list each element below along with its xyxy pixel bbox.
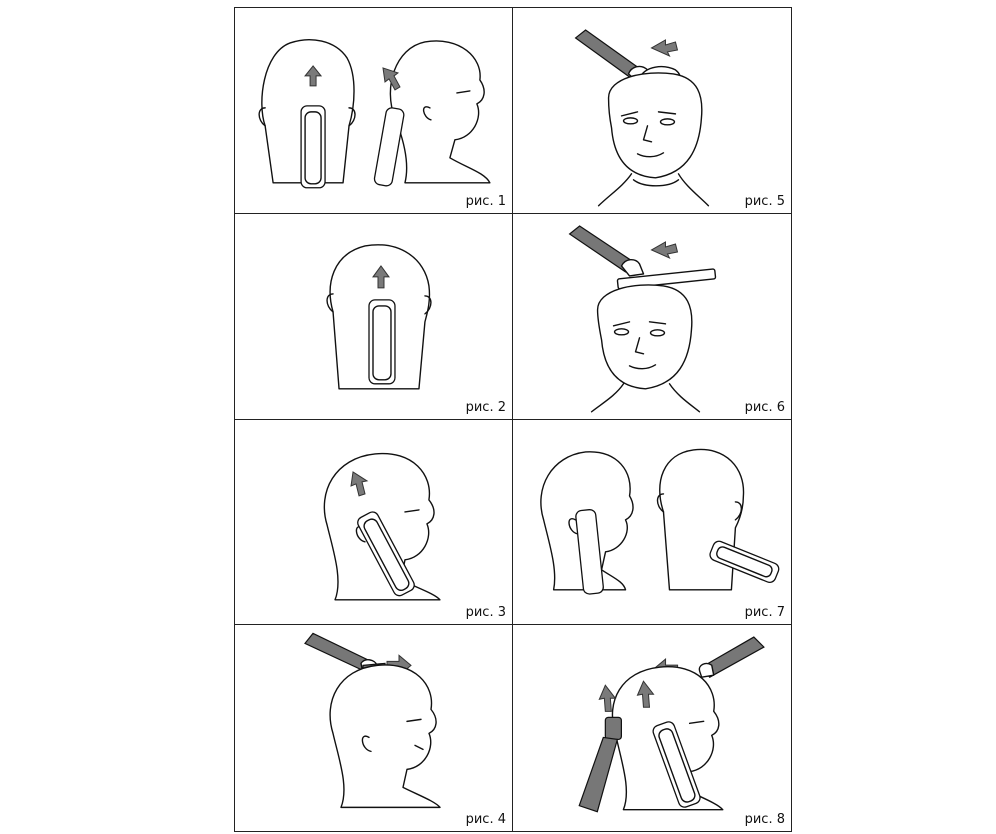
- figure-caption: рис. 8: [745, 812, 785, 827]
- figure-caption: рис. 4: [466, 812, 506, 827]
- figure-panel-4: рис. 4: [235, 625, 513, 831]
- figure-caption: рис. 5: [745, 194, 785, 209]
- figure-2-illustration: [235, 214, 512, 419]
- arrow-right-icon: [652, 242, 678, 258]
- figure-panel-7: рис. 7: [513, 420, 791, 626]
- figure-panel-1: рис. 1: [235, 8, 513, 214]
- figure-caption: рис. 7: [745, 605, 785, 620]
- figure-8-illustration: [513, 625, 791, 831]
- figure-3-illustration: [235, 420, 512, 625]
- arrow-right-icon: [652, 40, 678, 56]
- figure-panel-2: рис. 2: [235, 214, 513, 420]
- figure-grid: рис. 1 рис. 5: [235, 8, 791, 831]
- figure-5-illustration: [513, 8, 791, 213]
- figure-caption: рис. 3: [466, 605, 506, 620]
- figure-6-illustration: [513, 214, 791, 419]
- figure-1-illustration: [235, 8, 512, 213]
- figure-caption: рис. 2: [466, 400, 506, 415]
- figure-panel-5: рис. 5: [513, 8, 791, 214]
- instruction-sheet: рис. 1 рис. 5: [234, 7, 792, 832]
- figure-panel-6: рис. 6: [513, 214, 791, 420]
- figure-caption: рис. 1: [466, 194, 506, 209]
- figure-7-illustration: [513, 420, 791, 625]
- figure-4-illustration: [235, 625, 512, 831]
- figure-panel-3: рис. 3: [235, 420, 513, 626]
- figure-panel-8: рис. 8: [513, 625, 791, 831]
- figure-caption: рис. 6: [745, 400, 785, 415]
